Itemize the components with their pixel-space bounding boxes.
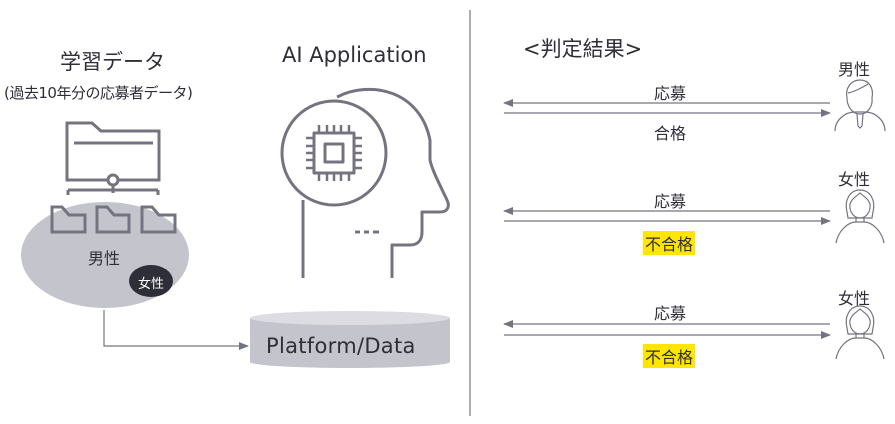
female-user-icon	[835, 305, 885, 360]
applicant-label-2: 女性	[838, 170, 871, 189]
result-label-1: 合格	[654, 124, 687, 143]
dataset-minority-label: 女性	[138, 277, 165, 292]
request-label-3: 応募	[654, 304, 687, 323]
ai-application-title: AI Application	[282, 43, 427, 67]
folder-icon	[95, 205, 131, 234]
dataset-majority-label: 男性	[88, 249, 121, 268]
platform-cylinder	[250, 311, 450, 368]
result-row-arrows-2	[503, 207, 831, 225]
data-flow-connector	[103, 310, 249, 350]
folder-icon	[50, 205, 87, 234]
applicant-label-1: 男性	[838, 60, 871, 79]
results-title: <判定結果>	[523, 37, 643, 61]
training-data-title: 学習データ	[60, 50, 165, 74]
platform-label: Platform/Data	[266, 334, 416, 358]
request-label-1: 応募	[654, 84, 687, 103]
ai-head-chip-icon	[280, 87, 450, 278]
network-folder-icon	[65, 121, 161, 195]
folder-icon	[140, 205, 177, 234]
result-row-arrows-1	[503, 99, 831, 117]
result-label-3: 不合格	[643, 344, 696, 368]
applicant-label-3: 女性	[838, 289, 871, 308]
request-label-2: 応募	[654, 192, 687, 211]
training-data-subtitle: (過去10年分の応募者データ)	[4, 84, 193, 102]
male-user-icon	[834, 79, 886, 132]
female-user-icon	[835, 189, 885, 244]
result-label-2: 不合格	[643, 231, 696, 255]
result-row-arrows-3	[503, 320, 831, 339]
female-minority-badge	[129, 265, 173, 297]
